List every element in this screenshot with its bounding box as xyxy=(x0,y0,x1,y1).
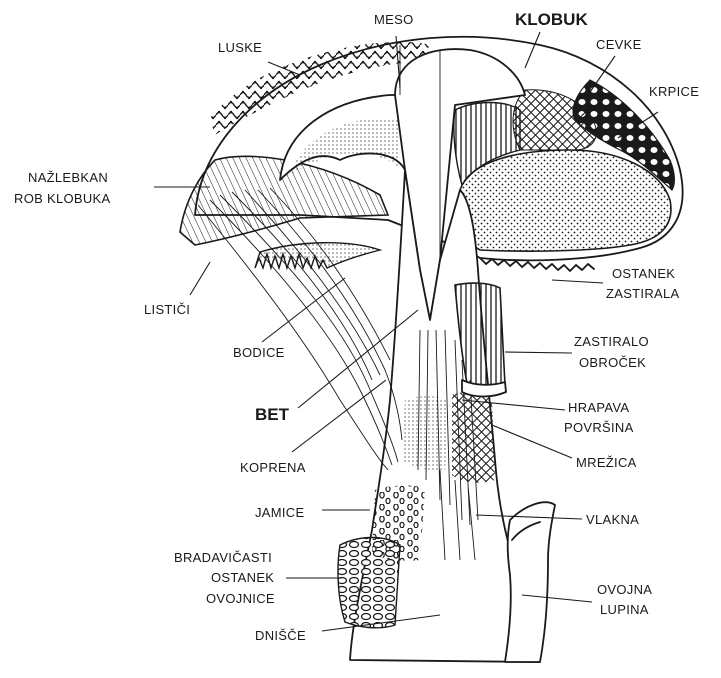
label-zastiralo-1: ZASTIRALO xyxy=(574,334,649,349)
label-koprena: KOPRENA xyxy=(240,460,306,475)
label-dnisce: DNIŠČE xyxy=(255,628,306,643)
cap-spines xyxy=(255,243,380,268)
stem-rough-surface xyxy=(402,396,448,470)
label-nazlebkan-1: NAŽLEBKAN xyxy=(28,170,108,185)
label-klobuk: KLOBUK xyxy=(515,10,588,29)
label-jamice: JAMICE xyxy=(255,505,304,520)
label-zastiralo-2: OBROČEK xyxy=(579,355,646,370)
label-nazlebkan-2: ROB KLOBUKA xyxy=(14,191,111,206)
label-bet: BET xyxy=(255,405,290,424)
label-luske: LUSKE xyxy=(218,40,262,55)
label-bodice: BODICE xyxy=(233,345,285,360)
label-cevke: CEVKE xyxy=(596,37,642,52)
stem-net xyxy=(452,392,495,482)
label-mrezica: MREŽICA xyxy=(576,455,637,470)
label-ostanek-zastirala-1: OSTANEK xyxy=(612,266,675,281)
label-ovojna-2: LUPINA xyxy=(600,602,649,617)
label-bradavicasti-2: OSTANEK xyxy=(211,570,274,585)
label-bradavicasti-3: OVOJNICE xyxy=(206,591,275,606)
label-meso: MESO xyxy=(374,12,413,27)
cap-pores-right xyxy=(458,150,671,251)
label-bradavicasti-1: BRADAVIČASTI xyxy=(174,550,272,565)
label-vlakna: VLAKNA xyxy=(586,512,639,527)
label-hrapava-2: POVRŠINA xyxy=(564,420,634,435)
label-krpice: KRPICE xyxy=(649,84,699,99)
label-listici: LISTIČI xyxy=(144,302,190,317)
label-ostanek-zastirala-2: ZASTIRALA xyxy=(606,286,680,301)
label-hrapava-1: HRAPAVA xyxy=(568,400,629,415)
label-ovojna-1: OVOJNA xyxy=(597,582,652,597)
volva-warts xyxy=(338,538,400,628)
